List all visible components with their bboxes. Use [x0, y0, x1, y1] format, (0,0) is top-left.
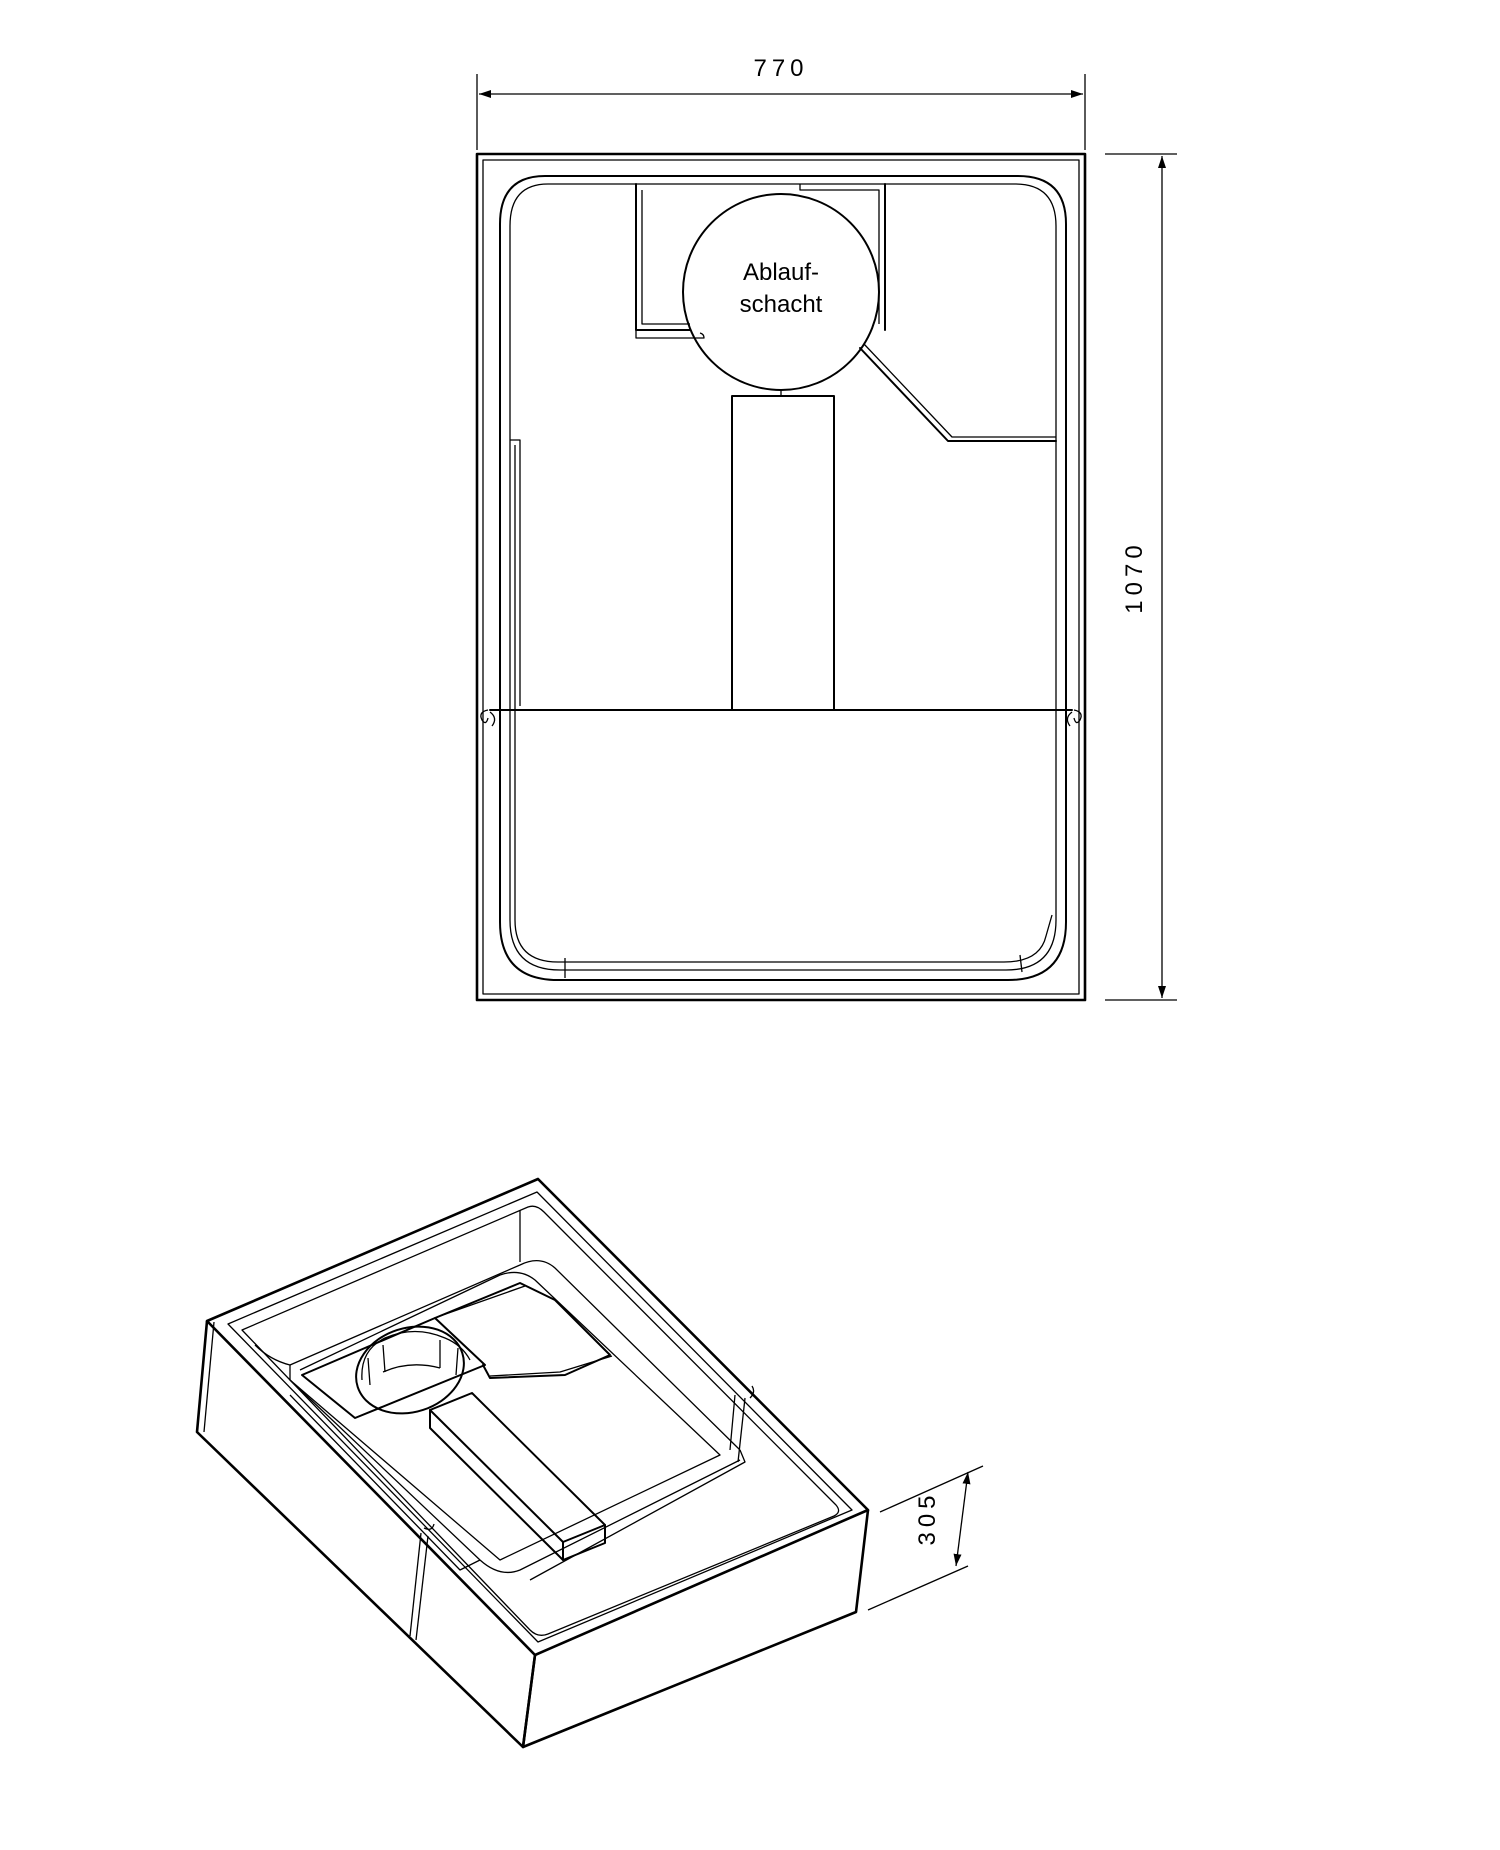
iso-front-right-face — [521, 1509, 870, 1749]
clip-left — [480, 709, 496, 727]
length-dimension: 1070 — [1105, 153, 1177, 1001]
drain-label-line1: Ablauf- — [743, 259, 819, 286]
iso-top-rim — [205, 1177, 870, 1657]
tray-basin-outline — [499, 175, 1067, 981]
top-view: 770 1070 Ablauf- schacht — [475, 55, 1177, 1002]
height-dimension-label: 305 — [914, 1490, 941, 1545]
height-dimension: 305 — [867, 1465, 984, 1611]
iso-view: 305 — [195, 1177, 984, 1749]
iso-inner-platform — [289, 1271, 721, 1561]
iso-center-rib — [429, 1392, 606, 1543]
iso-drain-hole — [355, 1325, 465, 1415]
drain-label-line2: schacht — [740, 291, 823, 318]
width-dimension-label: 770 — [753, 55, 808, 82]
iso-front-left-face — [195, 1320, 537, 1749]
clip-right — [1066, 709, 1082, 727]
length-dimension-label: 1070 — [1121, 540, 1148, 613]
width-dimension: 770 — [476, 55, 1086, 150]
tray-outer-rim — [475, 152, 1087, 1002]
center-support-rib — [731, 395, 835, 711]
